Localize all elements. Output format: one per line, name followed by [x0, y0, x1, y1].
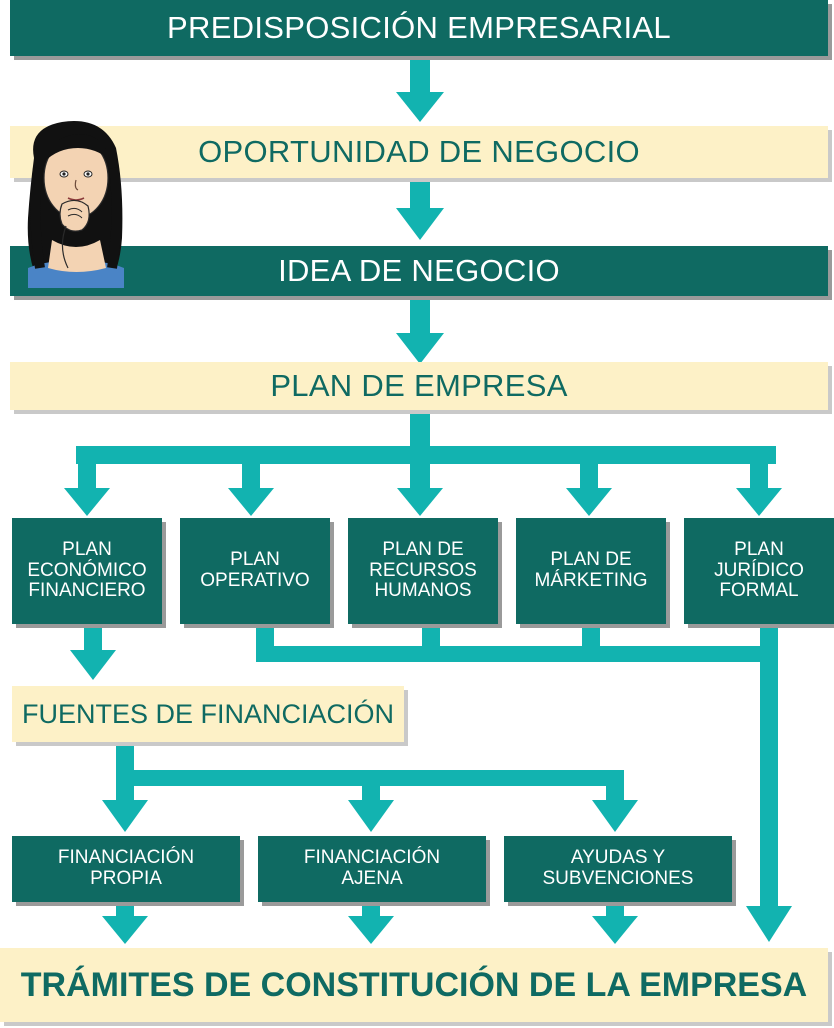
arrow-head — [736, 488, 782, 516]
plan-label: PLAN DE RECURSOS HUMANOS — [369, 538, 477, 602]
connector-line — [410, 50, 430, 98]
connector-line — [410, 174, 430, 214]
connector-line — [242, 446, 260, 492]
arrow-head — [396, 333, 444, 364]
connector-line — [580, 446, 598, 492]
step-fuentes-label: FUENTES DE FINANCIACIÓN — [21, 698, 395, 729]
plan-label: PLAN ECONÓMICO FINANCIERO — [27, 538, 147, 602]
arrow-head — [396, 92, 444, 122]
plan-label: PLAN JURÍDICO FORMAL — [714, 538, 804, 602]
ayudas-subvenciones: AYUDAS Y SUBVENCIONES — [504, 836, 732, 902]
arrow-head — [592, 916, 638, 944]
financing-label: FINANCIACIÓN PROPIA — [57, 847, 195, 889]
step-predisposicion-label: PREDISPOSICIÓN EMPRESARIAL — [167, 10, 671, 45]
arrow-head — [102, 916, 148, 944]
financing-label: AYUDAS Y SUBVENCIONES — [542, 847, 694, 889]
step-tramites-label: TRÁMITES DE CONSTITUCIÓN DE LA EMPRESA — [20, 965, 808, 1004]
step-tramites-constitucion: TRÁMITES DE CONSTITUCIÓN DE LA EMPRESA — [0, 948, 828, 1022]
connector-line — [362, 770, 380, 806]
step-idea-label: IDEA DE NEGOCIO — [278, 253, 560, 288]
woman-thinking-illustration — [27, 121, 124, 288]
financing-label: FINANCIACIÓN AJENA — [303, 847, 441, 889]
step-plan-empresa-label: PLAN DE EMPRESA — [270, 368, 568, 403]
connector-line — [606, 770, 624, 806]
plan-marketing: PLAN DE MÁRKETING — [516, 518, 666, 624]
connector-line — [410, 446, 430, 492]
step-fuentes-financiacion: FUENTES DE FINANCIACIÓN — [12, 686, 404, 742]
financiacion-propia: FINANCIACIÓN PROPIA — [12, 836, 240, 902]
plan-operativo: PLAN OPERATIVO — [180, 518, 330, 624]
arrow-head — [566, 488, 612, 516]
connector-line — [760, 622, 778, 912]
arrow-head — [228, 488, 274, 516]
step-plan-empresa: PLAN DE EMPRESA — [10, 362, 828, 410]
arrow-head — [592, 800, 638, 832]
connector-line — [78, 446, 96, 492]
connector-line — [750, 446, 768, 492]
connector-line — [410, 292, 430, 338]
step-oportunidad-label: OPORTUNIDAD DE NEGOCIO — [198, 134, 640, 169]
connector-line — [256, 646, 776, 662]
plan-economico-financiero: PLAN ECONÓMICO FINANCIERO — [12, 518, 162, 624]
arrow-head — [746, 906, 792, 942]
plan-juridico-formal: PLAN JURÍDICO FORMAL — [684, 518, 834, 624]
arrow-head — [397, 488, 443, 516]
plan-recursos-humanos: PLAN DE RECURSOS HUMANOS — [348, 518, 498, 624]
arrow-head — [70, 650, 116, 680]
plan-label: PLAN OPERATIVO — [200, 549, 310, 591]
financiacion-ajena: FINANCIACIÓN AJENA — [258, 836, 486, 902]
connector-line — [116, 770, 134, 806]
step-oportunidad: OPORTUNIDAD DE NEGOCIO — [10, 126, 828, 178]
step-predisposicion: PREDISPOSICIÓN EMPRESARIAL — [10, 0, 828, 56]
connector-line — [410, 406, 430, 456]
step-idea: IDEA DE NEGOCIO — [10, 246, 828, 296]
arrow-head — [348, 916, 394, 944]
connector-line — [84, 622, 102, 656]
arrow-head — [396, 208, 444, 240]
arrow-head — [348, 800, 394, 832]
arrow-head — [64, 488, 110, 516]
arrow-head — [102, 800, 148, 832]
plan-label: PLAN DE MÁRKETING — [534, 549, 648, 591]
